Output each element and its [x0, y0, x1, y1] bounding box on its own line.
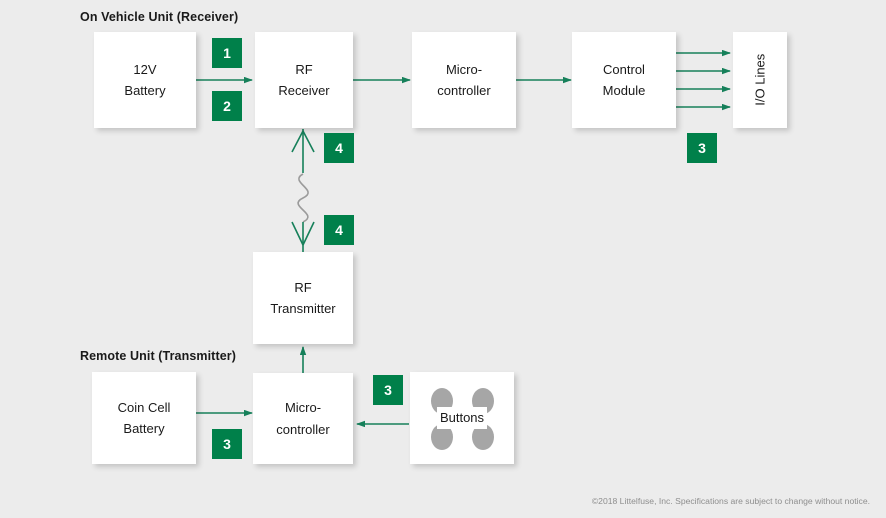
- node-rf-transmitter[interactable]: RF Transmitter: [253, 252, 353, 344]
- button-dot-4[interactable]: [472, 424, 494, 450]
- node-microcontroller-receiver-line1: Micro-: [445, 61, 483, 77]
- node-coin-cell-battery-line2: Battery: [123, 421, 165, 436]
- section-title-receiver: On Vehicle Unit (Receiver): [80, 10, 239, 24]
- antenna-receiver: [291, 129, 315, 173]
- section-title-transmitter: Remote Unit (Transmitter): [80, 349, 236, 363]
- node-io-lines-label: I/O Lines: [752, 53, 768, 107]
- rf-wave-squiggle: [297, 173, 309, 223]
- button-dot-3[interactable]: [431, 424, 453, 450]
- badge-4-antenna-upper: 4: [324, 133, 354, 163]
- node-rf-receiver[interactable]: RF Receiver: [255, 32, 353, 128]
- footer-copyright: ©2018 Littelfuse, Inc. Specifications ar…: [591, 496, 870, 506]
- node-12v-battery-line2: Battery: [124, 83, 166, 98]
- node-buttons-label: Buttons: [436, 407, 488, 429]
- badge-2-battery-to-rf-receiver: 2: [212, 91, 242, 121]
- node-microcontroller-transmitter-line2: controller: [276, 421, 330, 437]
- node-microcontroller-receiver[interactable]: Micro- controller: [412, 32, 516, 128]
- node-microcontroller-transmitter[interactable]: Micro- controller: [253, 373, 353, 464]
- node-buttons[interactable]: Buttons: [410, 372, 514, 464]
- node-coin-cell-battery-line1: Coin Cell: [117, 399, 171, 415]
- node-12v-battery[interactable]: 12V Battery: [94, 32, 196, 128]
- node-rf-receiver-line2: Receiver: [278, 83, 330, 98]
- node-rf-transmitter-line2: Transmitter: [270, 301, 336, 316]
- node-rf-receiver-line1: RF: [295, 61, 313, 77]
- badge-3-buttons-to-microcontroller: 3: [373, 375, 403, 405]
- node-rf-transmitter-line1: RF: [294, 279, 312, 295]
- badge-4-antenna-lower: 4: [324, 215, 354, 245]
- node-io-lines[interactable]: I/O Lines: [733, 32, 787, 128]
- node-microcontroller-receiver-line2: controller: [437, 83, 491, 98]
- badge-1-battery-to-rf-receiver: 1: [212, 38, 242, 68]
- node-microcontroller-transmitter-line1: Micro-: [284, 400, 322, 416]
- node-control-module-line1: Control: [603, 61, 645, 77]
- node-coin-cell-battery[interactable]: Coin Cell Battery: [92, 372, 196, 464]
- antenna-transmitter: [291, 221, 315, 252]
- node-control-module-line2: Module: [602, 83, 646, 98]
- node-12v-battery-line1: 12V: [133, 61, 157, 77]
- badge-3-coin-cell-to-microcontroller: 3: [212, 429, 242, 459]
- node-control-module[interactable]: Control Module: [572, 32, 676, 128]
- badge-3-io-lines: 3: [687, 133, 717, 163]
